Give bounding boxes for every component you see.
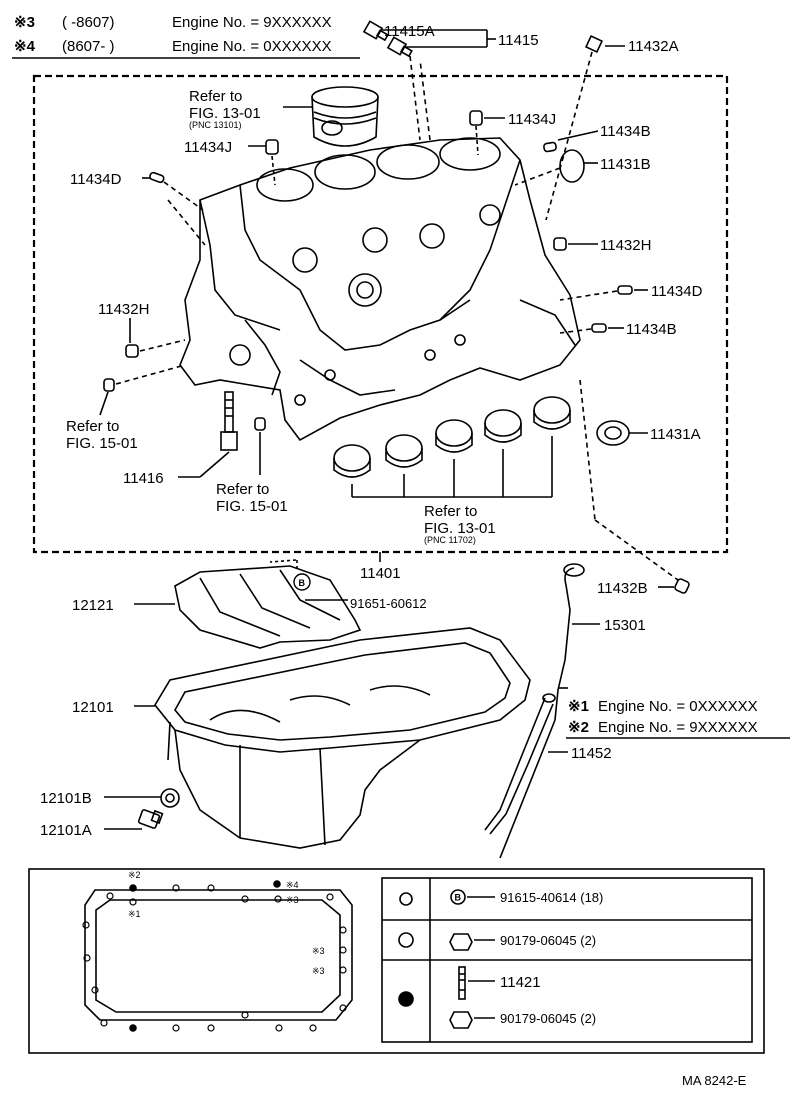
part-11452: 11452 bbox=[571, 745, 612, 762]
pan-mark-4: ※4 bbox=[286, 880, 299, 890]
part-12101b: 12101B bbox=[40, 790, 92, 807]
legend-row1-part: 91615-40614 (18) bbox=[500, 890, 603, 905]
block-assembly-frame bbox=[32, 74, 729, 554]
bearing-1-icon bbox=[333, 444, 371, 478]
ref-2-line2: FIG. 15-01 bbox=[66, 435, 138, 452]
part-11434d-upper: 11434D bbox=[70, 171, 122, 188]
bearing-5-icon bbox=[533, 396, 571, 430]
bolt-11415a-icon bbox=[362, 20, 389, 42]
note-3-range: ( -8607) bbox=[62, 14, 115, 31]
ref-1-line1: Refer to bbox=[189, 88, 242, 105]
part-11431a: 11431A bbox=[650, 426, 701, 443]
stud-11421-icon bbox=[458, 966, 466, 1000]
part-15301: 15301 bbox=[604, 617, 646, 634]
part-12101a: 12101A bbox=[40, 822, 92, 839]
nut-icon bbox=[449, 933, 473, 951]
pin-11434d-upper-icon bbox=[149, 171, 165, 184]
bearing-2-icon bbox=[385, 434, 423, 468]
ref-3-line2: FIG. 15-01 bbox=[216, 498, 288, 515]
ref-4-line3: (PNC 11702) bbox=[424, 535, 476, 545]
part-11401: 11401 bbox=[360, 565, 401, 582]
note-4-range: (8607- ) bbox=[62, 38, 115, 55]
pin-left-lower-icon bbox=[103, 378, 115, 392]
pan-mark-3a: ※3 bbox=[286, 895, 299, 905]
open-circle-symbol-icon bbox=[399, 892, 413, 906]
cylinder-block-icon bbox=[179, 137, 581, 442]
pan-mark-2: ※2 bbox=[128, 870, 141, 880]
part-91651-60612: 91651-60612 bbox=[350, 596, 427, 611]
part-11432h-left: 11432H bbox=[98, 301, 149, 318]
oil-pan-12101-icon bbox=[154, 627, 531, 849]
note-1-engine: Engine No. = 0XXXXXX bbox=[598, 698, 758, 715]
part-11415a: 11415A bbox=[384, 23, 435, 40]
dotted-circle-symbol-icon bbox=[398, 932, 414, 948]
part-11434j-lower: 11434J bbox=[184, 139, 232, 156]
pin-11434b-upper-icon bbox=[543, 141, 557, 153]
dowel-11434j-upper-icon bbox=[469, 110, 483, 126]
legend-b-label: B bbox=[455, 893, 462, 903]
note-4-engine: Engine No. = 0XXXXXX bbox=[172, 38, 332, 55]
pan-mark-1: ※1 bbox=[128, 909, 141, 919]
ref-4-line2: FIG. 13-01 bbox=[424, 520, 496, 537]
note-2-engine: Engine No. = 9XXXXXX bbox=[598, 719, 758, 736]
ref-1-line2: FIG. 13-01 bbox=[189, 105, 261, 122]
figure-code: MA 8242-E bbox=[682, 1073, 747, 1088]
part-11434b-right: 11434B bbox=[626, 321, 677, 338]
part-11434d-right: 11434D bbox=[651, 283, 703, 300]
pin-middle-lower-icon bbox=[254, 417, 266, 431]
pan-mark-3b: ※3 bbox=[312, 946, 325, 956]
drain-gasket-12101b-icon bbox=[160, 788, 180, 808]
legend-row3-part-a: 11421 bbox=[500, 974, 541, 991]
part-12101: 12101 bbox=[72, 699, 114, 716]
filled-circle-symbol-icon bbox=[398, 991, 414, 1007]
plug-11432a-icon bbox=[584, 34, 604, 54]
part-11434j-upper: 11434J bbox=[508, 111, 556, 128]
dipstick-guide-11452-icon bbox=[484, 693, 556, 859]
part-11432a: 11432A bbox=[628, 38, 679, 55]
bearing-3-icon bbox=[435, 419, 473, 453]
ref-2-line1: Refer to bbox=[66, 418, 119, 435]
pin-11434b-right-icon bbox=[591, 323, 607, 333]
plug-11432h-right-icon bbox=[553, 237, 567, 251]
bearing-4-icon bbox=[484, 409, 522, 443]
plug-11415-icon bbox=[386, 36, 413, 58]
nut-lower-icon bbox=[449, 1011, 473, 1029]
circle-b-label: B bbox=[299, 578, 306, 588]
oil-seal-11431a-icon bbox=[596, 420, 630, 446]
part-11434b-upper: 11434B bbox=[600, 123, 651, 140]
part-11415: 11415 bbox=[498, 32, 539, 49]
note-1-mark: ※1 bbox=[568, 698, 589, 715]
pan-bolt-pattern-icon bbox=[84, 889, 353, 1021]
pan-bolt-holes bbox=[82, 880, 347, 1032]
part-11416: 11416 bbox=[123, 470, 164, 487]
pin-11434d-right-icon bbox=[617, 285, 633, 295]
legend-row3-part-b: 90179-06045 (2) bbox=[500, 1011, 596, 1026]
pan-legend-frame bbox=[28, 868, 765, 1054]
bolt-b-mark-icon bbox=[450, 889, 466, 905]
note-4-mark: ※4 bbox=[14, 38, 36, 55]
note-3-mark: ※3 bbox=[14, 14, 35, 31]
stud-11416-icon bbox=[220, 391, 238, 451]
ref-1-line3: (PNC 13101) bbox=[189, 120, 242, 130]
bolt-b-callout-icon bbox=[293, 573, 311, 591]
ref-3-line1: Refer to bbox=[216, 481, 269, 498]
dipstick-15301-icon bbox=[554, 563, 585, 721]
note-2-mark: ※2 bbox=[568, 719, 589, 736]
legend-row2-part: 90179-06045 (2) bbox=[500, 933, 596, 948]
note-3-engine: Engine No. = 9XXXXXX bbox=[172, 14, 332, 31]
ref-4-line1: Refer to bbox=[424, 503, 477, 520]
part-11432b: 11432B bbox=[597, 580, 648, 597]
pan-mark-3c: ※3 bbox=[312, 966, 325, 976]
dowel-11434j-lower-icon bbox=[265, 139, 279, 155]
baffle-plate-12121-icon bbox=[174, 565, 362, 649]
plug-11432h-left-icon bbox=[125, 344, 139, 358]
part-11432h-right: 11432H bbox=[600, 237, 651, 254]
plug-11432b-icon bbox=[674, 578, 690, 594]
expansion-plug-11431b-icon bbox=[559, 149, 585, 183]
part-11431b: 11431B bbox=[600, 156, 651, 173]
piston-icon bbox=[311, 86, 379, 147]
part-12121: 12121 bbox=[72, 597, 114, 614]
drain-plug-12101a-icon bbox=[137, 809, 164, 829]
